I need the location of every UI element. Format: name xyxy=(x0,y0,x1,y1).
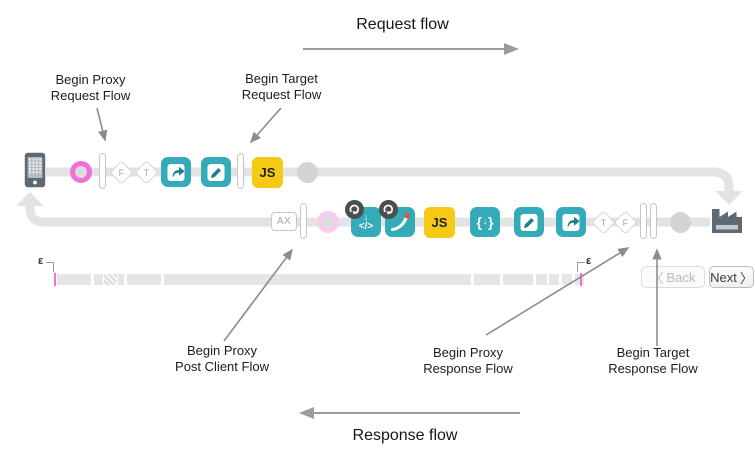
timeline-segment[interactable] xyxy=(549,274,559,285)
post-client-endpoint-marker xyxy=(317,211,339,233)
condition-diamond-true: T xyxy=(133,159,159,185)
begin-target-response-flow-bar xyxy=(650,203,657,239)
response-arrowhead-to-client xyxy=(16,192,44,206)
timeline-segment[interactable] xyxy=(536,274,547,285)
javascript-policy-step[interactable]: JS xyxy=(424,207,455,238)
timeline-end-bracket xyxy=(577,262,585,272)
analytics-ax-step[interactable]: AX xyxy=(271,212,297,231)
timeline-segment[interactable] xyxy=(562,274,572,285)
timeline-segment[interactable] xyxy=(164,274,471,285)
javascript-policy-step[interactable]: JS xyxy=(252,157,283,188)
timeline-segment[interactable] xyxy=(94,274,103,285)
policy-step-callout-icon[interactable] xyxy=(161,157,191,187)
policy-step-callout-icon[interactable] xyxy=(556,207,586,237)
callout-arrow-proxy-response xyxy=(485,247,630,336)
loop-badge-icon xyxy=(379,200,398,219)
timeline-segment[interactable] xyxy=(57,274,91,285)
chevron-left-icon: 〈 xyxy=(650,270,664,286)
flow-end-dot xyxy=(296,161,318,183)
policy-step-pencil-icon[interactable] xyxy=(201,157,231,187)
condition-diamond-false: F xyxy=(612,209,638,235)
proxy-endpoint-marker xyxy=(70,161,92,183)
next-button[interactable]: Next 〉 xyxy=(709,266,754,288)
callout-arrow-post-client xyxy=(223,248,293,342)
callout-arrow-proxy-request xyxy=(96,107,108,142)
timeline-segment[interactable] xyxy=(503,274,533,285)
begin-target-request-flow-bar xyxy=(237,153,244,189)
flow-end-dot xyxy=(669,211,691,233)
timeline-cursor-end[interactable] xyxy=(580,273,582,286)
begin-proxy-response-flow-bar xyxy=(640,203,647,239)
client-phone-icon xyxy=(24,152,46,193)
timeline-segment[interactable] xyxy=(127,274,161,285)
timeline-end-epsilon: ε xyxy=(586,255,592,267)
begin-proxy-request-flow-bar xyxy=(99,153,106,189)
down-arrow-icon: ↓ xyxy=(483,217,487,226)
back-button[interactable]: 〈 Back xyxy=(641,266,705,288)
chevron-right-icon: 〉 xyxy=(739,270,753,286)
callout-arrow-target-request xyxy=(249,107,282,144)
response-flow-title: Response flow xyxy=(352,427,458,444)
timeline-segment-hatched[interactable] xyxy=(104,274,117,285)
begin-proxy-post-client-flow-bar xyxy=(300,203,307,239)
loop-badge-icon xyxy=(345,200,364,219)
policy-step-pencil-icon[interactable] xyxy=(514,207,544,237)
timeline-cursor-start[interactable] xyxy=(54,273,56,286)
policy-step-extract-variables-icon[interactable]: { ↓ } xyxy=(470,207,500,237)
timeline-segment[interactable] xyxy=(118,274,124,285)
timeline-segment[interactable] xyxy=(474,274,500,285)
condition-diamond-false: F xyxy=(108,159,134,185)
request-flow-title: Request flow xyxy=(356,16,449,33)
timeline-start-bracket xyxy=(46,262,54,272)
request-arrowhead-to-target xyxy=(715,191,743,205)
timeline-start-epsilon: ε xyxy=(38,255,44,267)
condition-diamond-true: T xyxy=(590,209,616,235)
target-factory-icon xyxy=(710,204,744,239)
